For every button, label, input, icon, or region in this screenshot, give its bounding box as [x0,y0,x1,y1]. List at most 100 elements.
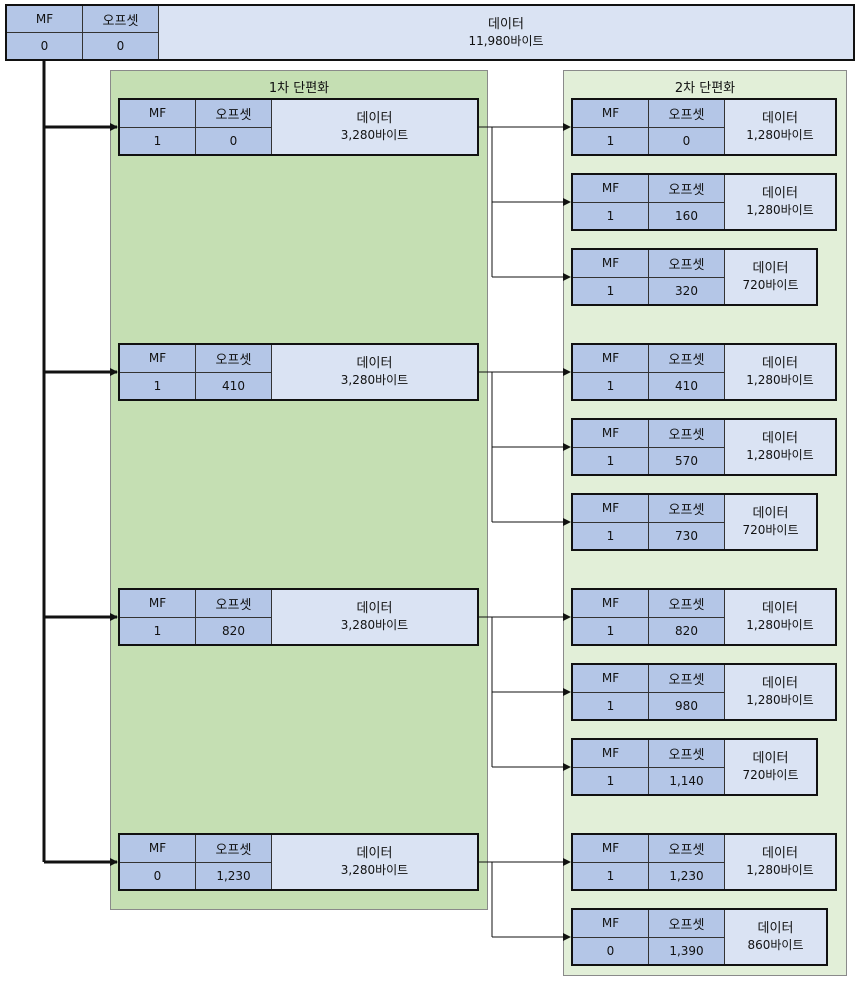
data-size: 1,280바이트 [746,693,814,707]
offset-field: 오프셋 160 [649,175,725,229]
mf-label: MF [573,590,648,618]
data-label: 데이터 [752,751,789,766]
data-label: 데이터 [762,356,798,371]
offset-value: 0 [229,133,238,148]
offset-value: 1,230 [216,868,251,883]
data-size: 1,280바이트 [746,373,814,387]
mf-value: 1 [153,378,162,393]
data-size: 1,280바이트 [746,128,814,142]
offset-label: 오프셋 [649,910,724,938]
offset-value: 160 [675,208,698,223]
data-size: 3,280바이트 [340,863,409,877]
offset-label: 오프셋 [649,175,724,203]
data-field: 데이터 1,280바이트 [725,345,835,399]
offset-value: 820 [222,623,245,638]
data-label: 데이터 [762,431,798,446]
offset-value: 410 [675,378,698,393]
mf-field: MF 1 [573,740,649,794]
offset-field: 오프셋 410 [649,345,725,399]
offset-field: 오프셋 1,390 [649,910,725,964]
mf-label: MF [120,100,195,128]
data-label: 데이터 [752,506,789,521]
offset-label: 오프셋 [196,590,271,618]
offset-value: 570 [675,453,698,468]
mf-value: 1 [153,133,162,148]
offset-field: 오프셋 320 [649,250,725,304]
offset-label: 오프셋 [649,250,724,278]
mf-label: MF [573,175,648,203]
mf-value: 1 [606,208,615,223]
offset-label: 오프셋 [196,835,271,863]
mf-label: MF [573,910,648,938]
offset-label: 오프셋 [649,100,724,128]
mf-label: MF [7,6,82,33]
offset-label: 오프셋 [649,665,724,693]
mf-label: MF [573,665,648,693]
offset-field: 오프셋 0 [83,6,159,59]
data-label: 데이터 [762,676,798,691]
mf-label: MF [573,495,648,523]
offset-field: 오프셋 820 [649,590,725,644]
mf-value: 1 [606,773,615,788]
mf-field: MF 0 [7,6,83,59]
data-size: 3,280바이트 [340,128,409,142]
offset-value: 320 [675,283,698,298]
mf-value: 0 [40,39,49,53]
data-size: 1,280바이트 [746,203,814,217]
offset-label: 오프셋 [649,590,724,618]
mf-value: 1 [606,528,615,543]
offset-value: 410 [222,378,245,393]
offset-label: 오프셋 [649,345,724,373]
mf-value: 1 [606,378,615,393]
mf-field: MF 1 [573,590,649,644]
stage2-title: 2차 단편화 [674,81,736,96]
data-label: 데이터 [356,601,393,616]
data-size: 1,280바이트 [746,448,814,462]
mf-value: 1 [606,283,615,298]
mf-value: 1 [606,453,615,468]
mf-label: MF [573,740,648,768]
mf-label: MF [120,835,195,863]
mf-field: MF 1 [573,665,649,719]
mf-field: MF 1 [573,175,649,229]
data-label: 데이터 [757,921,794,936]
data-label: 데이터 [762,846,798,861]
data-size: 720바이트 [742,278,799,292]
offset-value: 820 [675,623,698,638]
mf-label: MF [573,250,648,278]
data-field: 데이터 11,980바이트 [159,6,853,59]
offset-value: 1,390 [669,943,704,958]
data-field: 데이터 1,280바이트 [725,665,835,719]
mf-field: MF 1 [120,345,196,399]
data-size: 860바이트 [747,938,804,952]
mf-field: MF 1 [573,250,649,304]
mf-value: 1 [606,623,615,638]
data-size: 11,980바이트 [468,33,544,48]
offset-field: 오프셋 1,230 [196,835,272,889]
data-label: 데이터 [488,16,524,32]
mf-value: 1 [606,698,615,713]
mf-label: MF [120,345,195,373]
